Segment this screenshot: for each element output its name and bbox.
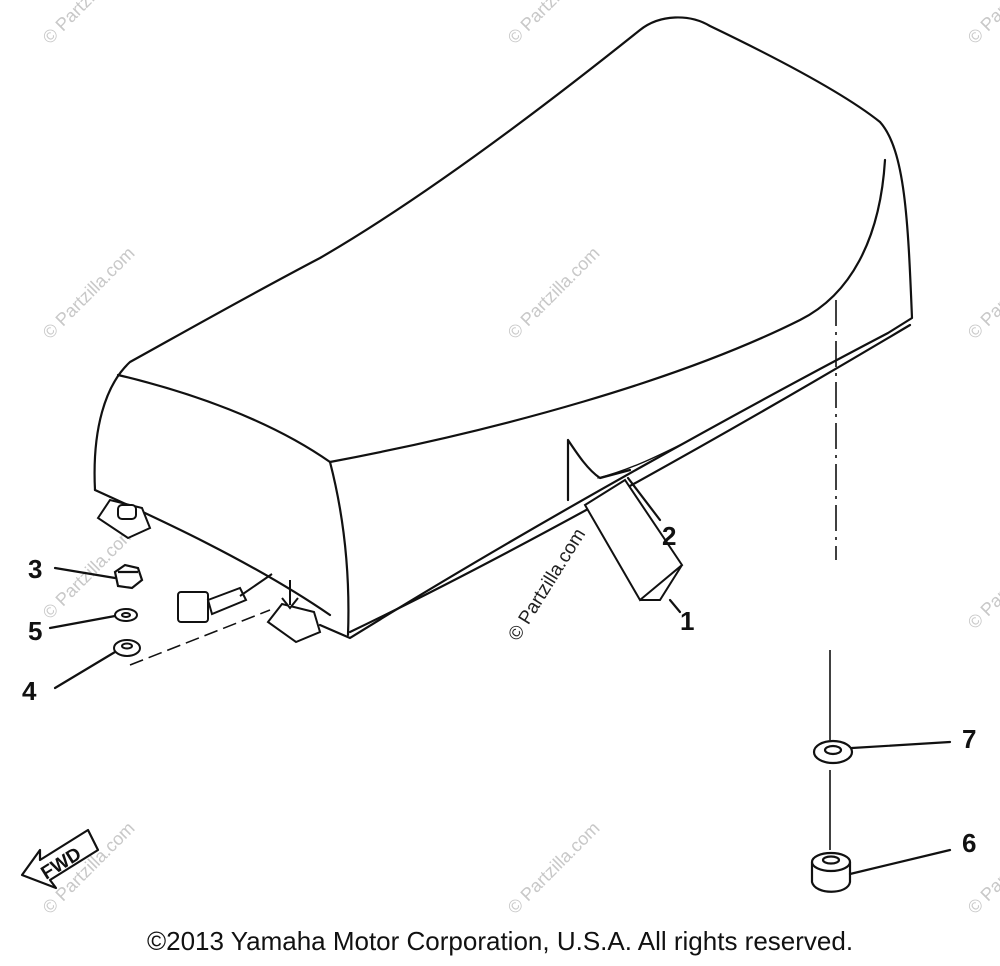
callout-2: 2 (662, 521, 676, 551)
assembly-line-latch (129, 609, 271, 666)
leader-lines (48, 476, 952, 876)
watermark: © Partzilla.com (964, 243, 1000, 343)
leader-1 (668, 598, 682, 614)
assembly-lines (129, 300, 837, 850)
seat-outline (93, 16, 914, 640)
leader-5 (48, 614, 117, 630)
seat-ridge-line (116, 373, 332, 464)
watermark: © Partzilla.com (504, 243, 604, 343)
front-bracket-left (96, 498, 152, 540)
strap-tag (583, 478, 684, 602)
watermark: © Partzilla.com (964, 0, 1000, 48)
seat-base-line (93, 323, 912, 634)
leader-6 (848, 848, 952, 876)
leader-7 (850, 740, 952, 750)
seat-strap-line (597, 439, 691, 479)
callout-6: 6 (962, 828, 976, 858)
copyright-notice: ©2013 Yamaha Motor Corporation, U.S.A. A… (146, 926, 854, 956)
latch-block (177, 591, 209, 623)
part-7-grommet (812, 739, 854, 765)
callout-1: 1 (680, 606, 694, 636)
watermark: © Partzilla.com (504, 818, 604, 918)
callout-7: 7 (962, 724, 976, 754)
part-6-damper (810, 851, 852, 893)
callout-labels: 3 5 4 2 1 7 6 (22, 521, 976, 858)
part-5-washer (114, 608, 138, 622)
watermark: © Partzilla.com (39, 243, 139, 343)
seat-front-face (328, 460, 350, 637)
part-3-nut (113, 563, 144, 590)
watermark: © Partzilla.com (964, 533, 1000, 633)
watermark-center: © Partzilla.com (504, 525, 590, 645)
callout-5: 5 (28, 616, 42, 646)
watermark-grid: © Partzilla.com © Partzilla.com © Partzi… (39, 0, 1000, 918)
callout-4: 4 (22, 676, 37, 706)
part-4-washer (113, 639, 141, 657)
watermark: © Partzilla.com (504, 0, 604, 48)
front-bracket-right (266, 602, 322, 644)
leader-3 (53, 566, 117, 580)
seat-assembly (93, 16, 914, 640)
seat-side-crease (328, 158, 887, 464)
leader-2 (626, 476, 662, 522)
leader-4 (53, 650, 117, 690)
latch-assembly (177, 573, 299, 623)
watermark: © Partzilla.com (39, 0, 139, 48)
callout-3: 3 (28, 554, 42, 584)
